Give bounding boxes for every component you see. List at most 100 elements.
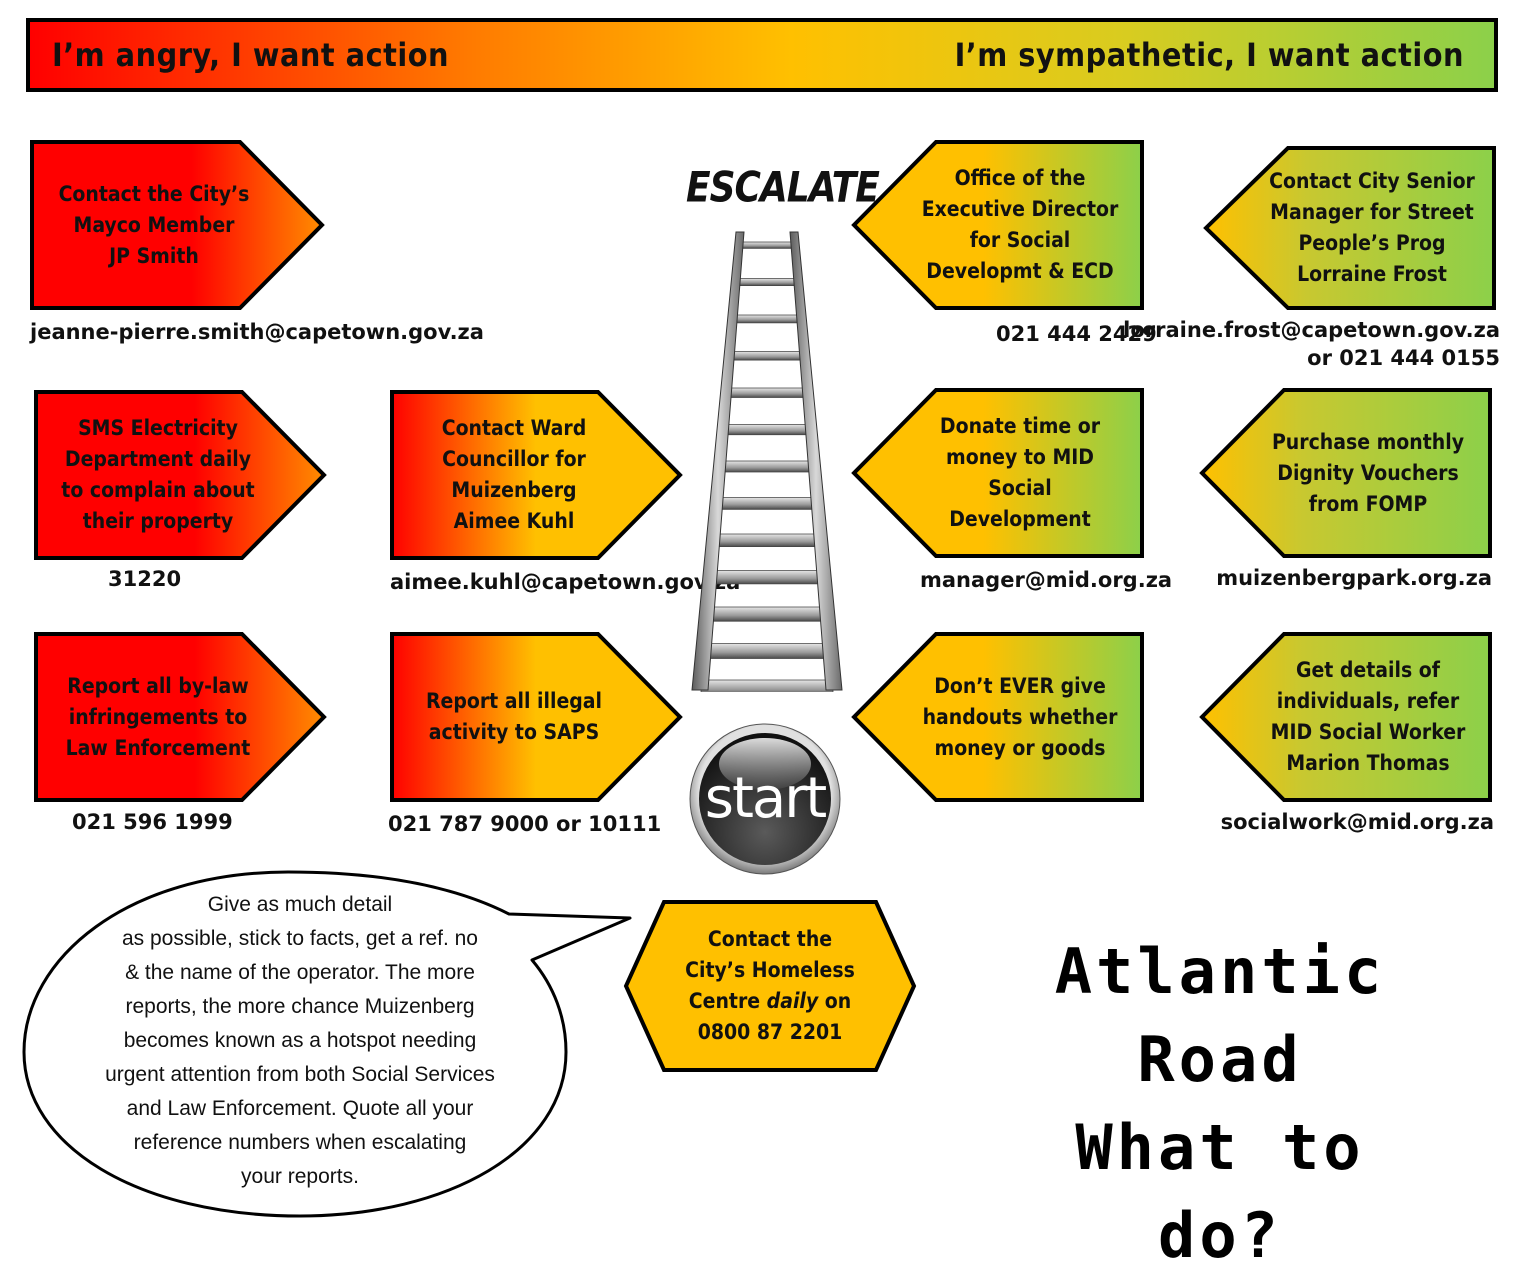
node-ward-line: Councillor for (442, 447, 586, 471)
ladder-rung (732, 314, 802, 324)
node-exec-line: Executive Director (921, 197, 1119, 221)
arrow-shape (390, 632, 683, 802)
node-vouchers-line: Dignity Vouchers (1277, 460, 1459, 485)
node-mayco: Contact the City’s Mayco Member JP Smith (30, 140, 325, 310)
ladder-rung (700, 679, 834, 692)
node-donate-text: Donate time or money to MID Social Devel… (896, 388, 1144, 558)
contact-socialworker-email: socialwork@mid.org.za (1220, 810, 1494, 834)
node-handouts-shape (851, 632, 1144, 802)
node-vouchers-line: Purchase monthly (1271, 429, 1465, 454)
node-saps-line: activity to SAPS (428, 720, 600, 744)
node-exec: Office of the Executive Director for Soc… (851, 140, 1144, 310)
start-button-icon: start (688, 722, 842, 876)
node-socialworker-text: Get details of individuals, refer MID So… (1244, 632, 1492, 802)
node-ward-line: Aimee Kuhl (453, 509, 575, 533)
title-line-2: What to do? (1075, 1111, 1365, 1272)
node-ward-line: Contact Ward (441, 416, 587, 440)
node-socialworker-line: Marion Thomas (1286, 751, 1450, 775)
bubble-line: your reports. (241, 1165, 359, 1188)
infographic: I’m angry, I want action I’m sympathetic… (22, 18, 1500, 1272)
arrow-shape (623, 900, 917, 1072)
node-sms-text: SMS Electricity Department daily to comp… (34, 390, 282, 560)
node-ward-text: Contact Ward Councillor for Muizenberg A… (390, 390, 638, 560)
bubble-line: urgent attention from both Social Servic… (105, 1063, 495, 1086)
arrow-shape (1199, 632, 1492, 802)
ladder-rung (728, 351, 806, 361)
node-ward-shape (390, 390, 683, 560)
node-homeless-line: City’s Homeless (685, 958, 855, 982)
ladder-rung (713, 533, 821, 547)
header-gradient-bar: I’m angry, I want action I’m sympathetic… (26, 18, 1498, 92)
node-homeless-shape (623, 900, 917, 1072)
ladder-rung (738, 241, 796, 249)
node-handouts-line: Don’t EVER give (934, 673, 1106, 698)
node-saps-text: Report all illegal activity to SAPS (390, 632, 638, 802)
contact-senior-email: lorraine.frost@capetown.gov.za (1123, 318, 1500, 342)
node-donate-line: Development (949, 507, 1091, 531)
node-socialworker-line: individuals, refer (1276, 689, 1460, 713)
node-vouchers-shape (1199, 388, 1492, 558)
title-line-1: Atlantic Road (1054, 935, 1386, 1096)
node-bylaw-line: infringements to (68, 704, 248, 729)
ladder-icon (691, 231, 843, 692)
node-vouchers-line: from FOMP (1308, 491, 1428, 516)
ladder-rung (703, 643, 831, 659)
node-exec-text: Office of the Executive Director for Soc… (896, 140, 1144, 310)
arrow-shape (1199, 388, 1492, 558)
ladder-rung (710, 570, 824, 585)
arrow-shape (34, 390, 327, 560)
node-mayco-shape (30, 140, 325, 310)
contact-vouchers-website: muizenbergpark.org.za (1216, 566, 1492, 590)
node-sms-line: Department daily (64, 447, 252, 471)
node-senior-line: Lorraine Frost (1297, 262, 1447, 286)
node-vouchers: Purchase monthly Dignity Vouchers from F… (1199, 388, 1492, 558)
node-donate-shape (851, 388, 1144, 558)
node-mayco-line: Mayco Member (73, 212, 235, 237)
arrow-shape (34, 632, 327, 802)
node-bylaw: Report all by-law infringements to Law E… (34, 632, 327, 802)
node-socialworker-line: MID Social Worker (1270, 720, 1466, 744)
node-socialworker-line: Get details of (1295, 658, 1440, 682)
node-senior-line: People’s Prog (1298, 231, 1446, 255)
arrow-shape (1203, 146, 1496, 310)
node-socialworker: Get details of individuals, refer MID So… (1199, 632, 1492, 802)
node-exec-line: for Social (969, 228, 1071, 252)
node-mayco-line: JP Smith (109, 243, 199, 268)
node-homeless-line: Centre daily on (688, 989, 852, 1013)
node-senior-line: Manager for Street (1270, 200, 1474, 224)
node-senior-text: Contact City Senior Manager for Street P… (1248, 146, 1496, 310)
node-senior-line: Contact City Senior (1269, 169, 1475, 193)
node-ward: Contact Ward Councillor for Muizenberg A… (390, 390, 683, 560)
node-sms-line: to complain about (61, 478, 255, 502)
node-bylaw-line: Law Enforcement (65, 735, 251, 760)
node-senior: Contact City Senior Manager for Street P… (1203, 146, 1496, 310)
ladder-rung (716, 497, 818, 510)
node-sms-line: SMS Electricity (78, 416, 238, 440)
node-exec-line: Developmt & ECD (926, 259, 1114, 283)
node-sms-shape (34, 390, 327, 560)
node-donate-line: Donate time or (939, 414, 1101, 438)
contact-saps-number: 021 787 9000 or 10111 (388, 812, 662, 836)
ladder-rung (706, 606, 828, 622)
contact-mayco-email: jeanne-pierre.smith@capetown.gov.za (30, 320, 484, 344)
header-angry-label: I’m angry, I want action (52, 36, 450, 74)
bubble-line: reports, the more chance Muizenberg (125, 995, 475, 1018)
node-bylaw-line: Report all by-law (67, 673, 249, 698)
node-saps: Report all illegal activity to SAPS (390, 632, 683, 802)
arrow-shape (851, 140, 1144, 310)
node-handouts-line: money or goods (934, 735, 1106, 760)
node-handouts: Don’t EVER give handouts whether money o… (851, 632, 1144, 802)
node-exec-shape (851, 140, 1144, 310)
node-homeless-line: Contact the (707, 927, 833, 951)
node-handouts-text: Don’t EVER give handouts whether money o… (896, 632, 1144, 802)
speech-bubble-text: Give as much detail as possible, stick t… (82, 888, 518, 1194)
contact-exec-number: 021 444 2429 (996, 322, 1157, 346)
node-saps-shape (390, 632, 683, 802)
header-sympathetic-label: I’m sympathetic, I want action (954, 36, 1464, 74)
ladder-rung (722, 424, 812, 436)
node-senior-shape (1203, 146, 1496, 310)
bubble-line: Give as much detail (207, 893, 393, 916)
node-donate-line: Social (988, 476, 1052, 500)
arrow-shape (851, 632, 1144, 802)
node-sms: SMS Electricity Department daily to comp… (34, 390, 327, 560)
